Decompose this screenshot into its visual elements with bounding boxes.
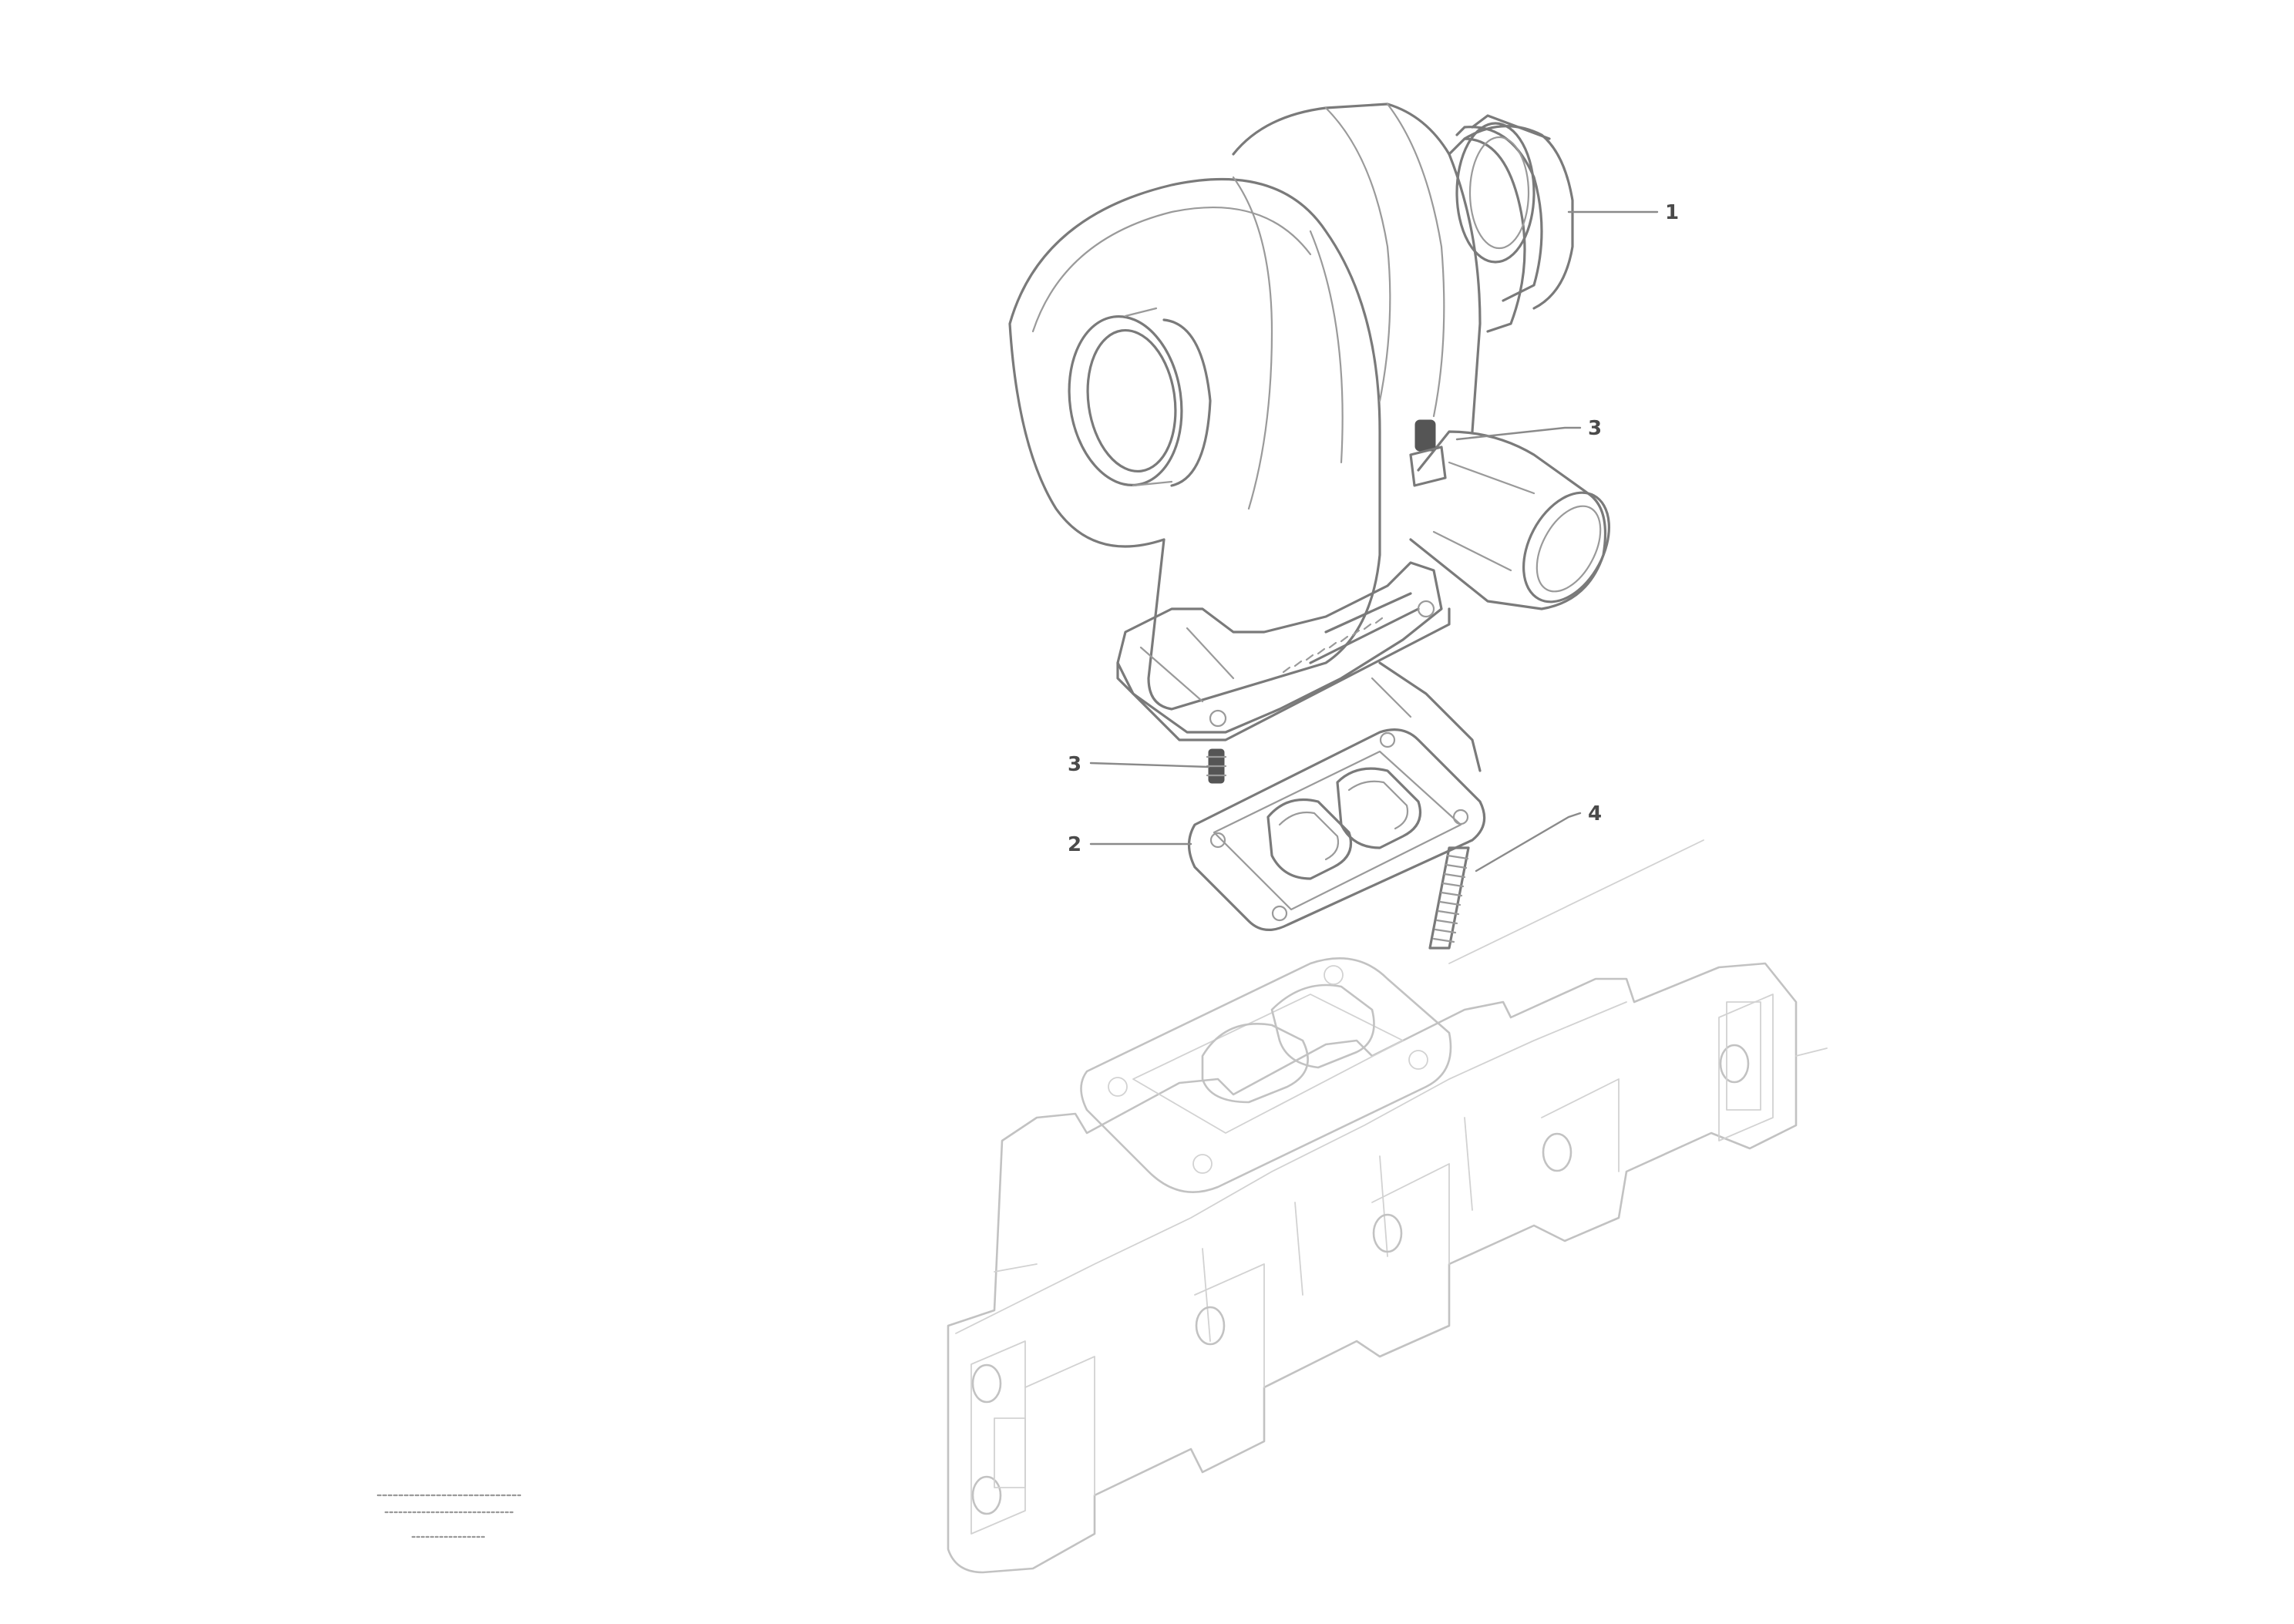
flange-bolts [1282,617,1384,674]
exhaust-manifold [947,957,1798,1574]
nut [1206,748,1227,784]
callout-3-left: 3 [1068,753,1081,776]
callout-labels: 1 3 3 2 4 [1068,201,1679,856]
turbocharger [1008,103,1611,772]
gasket [1187,728,1486,931]
stud [1428,846,1470,950]
callout-3: 3 [1588,417,1602,440]
callout-4: 4 [1588,802,1602,825]
leader-lines [994,210,1828,1273]
fitting-nut [1414,419,1436,452]
reference-block [376,1494,522,1538]
callout-2: 2 [1068,833,1081,856]
callout-1: 1 [1665,201,1679,224]
